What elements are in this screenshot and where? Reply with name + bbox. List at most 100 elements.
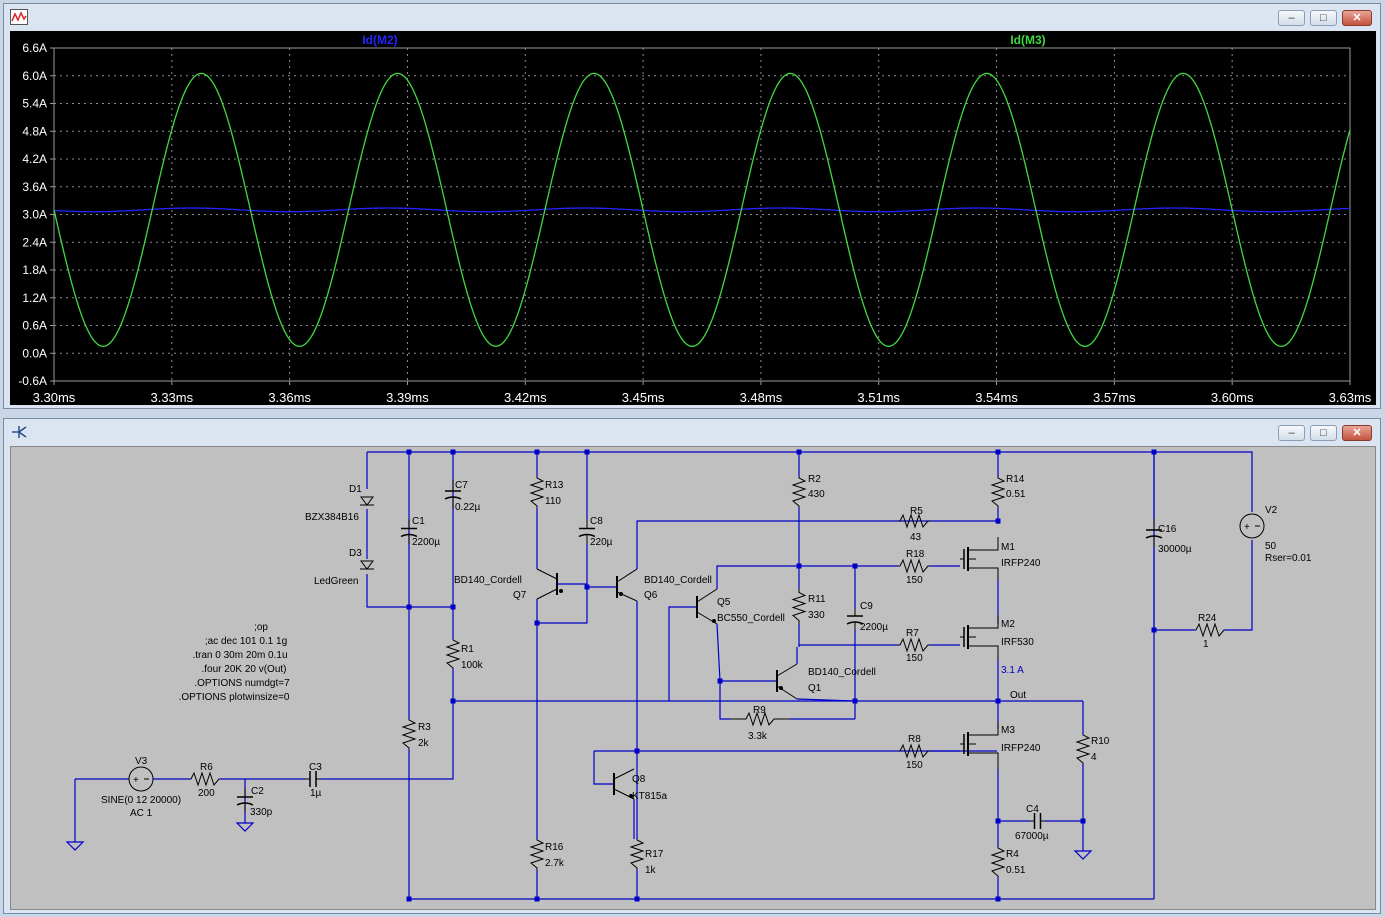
wire (321, 669, 454, 780)
legend-label: Id(M3) (1010, 33, 1045, 47)
junction (852, 698, 858, 704)
component-label: R8 (908, 734, 921, 745)
component-label: 1µ (310, 788, 322, 799)
y-tick-label: 2.4A (22, 235, 47, 249)
mosfet (968, 722, 999, 736)
resistor (1075, 734, 1091, 764)
component-label: V2 (1265, 505, 1278, 516)
waveform-icon (10, 9, 28, 25)
minimize-button[interactable]: – (1278, 425, 1305, 441)
source-sign: + (1244, 522, 1250, 533)
y-tick-label: 4.8A (22, 124, 47, 138)
component-label: V3 (135, 756, 148, 767)
component-label: R1 (461, 644, 474, 655)
component-label: 220µ (590, 537, 613, 548)
component-label: 110 (545, 496, 561, 507)
component-label: 150 (906, 760, 923, 771)
component-label: BD140_Cordell (454, 575, 522, 586)
junction (796, 449, 802, 455)
resistor (791, 477, 807, 507)
component-label: Q1 (808, 683, 822, 694)
schematic-titlebar[interactable]: – □ ✕ (4, 419, 1380, 445)
x-tick-label: 3.45ms (622, 390, 665, 405)
transistor (613, 768, 635, 780)
spice-directive: ;ac dec 101 0.1 1g (205, 636, 287, 647)
component-label: R10 (1091, 736, 1110, 747)
x-tick-label: 3.60ms (1211, 390, 1254, 405)
component-label: M1 (1001, 542, 1015, 553)
junction (534, 449, 540, 455)
close-button[interactable]: ✕ (1342, 425, 1372, 441)
wire (636, 520, 998, 569)
component-label: R7 (906, 628, 919, 639)
component-label: 330p (250, 807, 273, 818)
component-label: KT815a (632, 791, 667, 802)
component-label: 50 (1265, 541, 1277, 552)
transistor (696, 588, 718, 603)
component-label: 2k (418, 738, 430, 749)
mosfet (968, 752, 999, 769)
component-label: C8 (590, 516, 603, 527)
component-label: 0.51 (1006, 489, 1026, 500)
component-label: 2200µ (412, 537, 440, 548)
component-label: Q5 (717, 597, 731, 608)
resistor (730, 711, 790, 727)
junction (634, 748, 640, 754)
series-line-idm3 (53, 72, 1351, 347)
component-label: R17 (645, 849, 664, 860)
transistor-arrow (712, 619, 716, 623)
ground-symbol (1073, 850, 1093, 860)
component-label: R16 (545, 842, 564, 853)
component-label: D1 (349, 484, 362, 495)
component-label: 67000µ (1015, 831, 1049, 842)
component-label: 2.7k (545, 858, 565, 869)
y-tick-label: 5.4A (22, 97, 47, 111)
schematic-drawing[interactable]: ++D1BZX384B16D3LedGreenC12200µC70.22µR13… (11, 447, 1375, 909)
zener-diode (360, 496, 374, 506)
y-tick-label: 4.2A (22, 152, 47, 166)
mosfet (968, 537, 999, 551)
junction (634, 896, 640, 902)
transistor (536, 568, 558, 580)
resistor (898, 637, 930, 653)
x-tick-label: 3.33ms (150, 390, 193, 405)
transistor (776, 663, 798, 677)
component-label: 3.3k (748, 731, 768, 742)
maximize-button[interactable]: □ (1310, 425, 1337, 441)
junction (995, 818, 1001, 824)
component-label: R11 (808, 594, 826, 605)
spice-directive: .four 20K 20 v(Out) (201, 664, 286, 675)
component-label: 430 (808, 489, 825, 500)
transistor-arrow (779, 686, 783, 690)
maximize-button[interactable]: □ (1310, 10, 1337, 26)
transistor-arrow (619, 592, 623, 596)
mosfet (968, 615, 999, 629)
junction (534, 620, 540, 626)
resistor (990, 477, 1006, 507)
component-label: BD140_Cordell (644, 575, 712, 586)
x-tick-label: 3.57ms (1093, 390, 1136, 405)
component-label: 150 (906, 653, 923, 664)
legend-label: Id(M2) (362, 33, 397, 47)
wire (1153, 547, 1195, 631)
junction (450, 604, 456, 610)
x-tick-label: 3.42ms (504, 390, 547, 405)
resistor (445, 639, 461, 669)
x-tick-label: 3.54ms (975, 390, 1018, 405)
component-label: R24 (1198, 613, 1217, 624)
component-label: 1k (645, 865, 657, 876)
junction (995, 896, 1001, 902)
component-label: 43 (910, 532, 922, 543)
component-label: Q6 (644, 590, 658, 601)
component-label: R13 (545, 480, 564, 491)
spice-directive: .OPTIONS plotwinsize=0 (179, 692, 290, 703)
minimize-button[interactable]: – (1278, 10, 1305, 26)
waveform-titlebar[interactable]: – □ ✕ (4, 4, 1380, 30)
junction (717, 678, 723, 684)
close-button[interactable]: ✕ (1342, 10, 1372, 26)
component-label: R4 (1006, 849, 1019, 860)
